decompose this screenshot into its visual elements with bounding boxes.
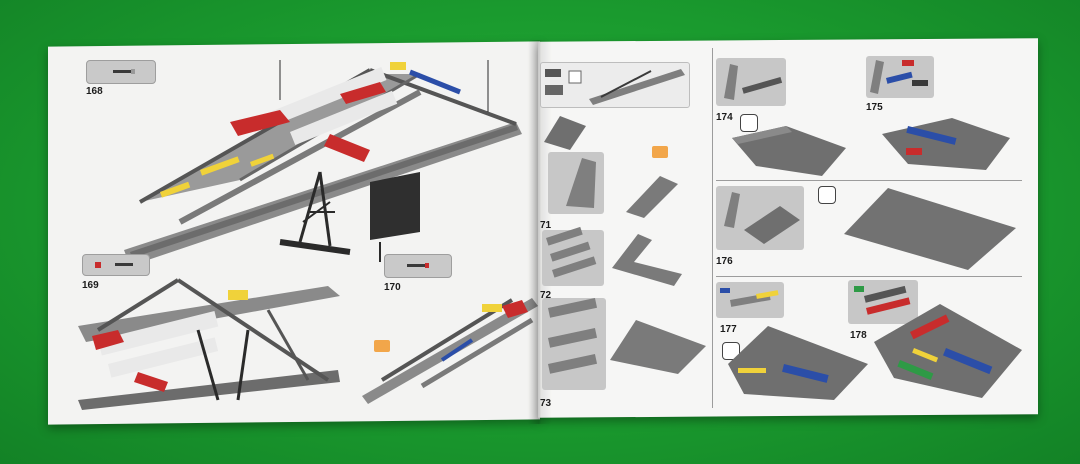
plates-icon — [724, 64, 783, 100]
parts-callout-170 — [384, 254, 452, 278]
step-number-170: 170 — [384, 282, 401, 293]
bridge-preview-icon — [545, 69, 685, 105]
model-step-176 — [844, 188, 1016, 270]
step-number-172: 72 — [540, 290, 552, 301]
sub-assembly-preview — [540, 62, 690, 108]
step-number-173: 73 — [540, 398, 552, 409]
model-step-173 — [610, 320, 706, 374]
model-assembly-170 — [362, 298, 538, 404]
model-step-172 — [612, 234, 682, 286]
model-step-178 — [874, 304, 1022, 398]
step-number-168: 168 — [86, 86, 103, 97]
rotate-icon — [740, 114, 758, 132]
part-tag-badge — [374, 340, 390, 352]
rotate-icon — [818, 186, 836, 204]
parts-panel-173 — [542, 298, 606, 390]
model-step-174 — [732, 126, 846, 176]
part-axle-icon — [95, 262, 133, 268]
step-number-174: 174 — [716, 112, 733, 123]
step-number-175: 175 — [866, 102, 883, 113]
parts-panel-176 — [716, 186, 804, 250]
parts-panel-172 — [542, 226, 604, 286]
parts-panel-175 — [866, 56, 934, 98]
plates-icon — [720, 288, 779, 307]
parts-callout-168 — [86, 60, 156, 84]
model-step-177 — [728, 326, 868, 400]
row-divider-1 — [716, 180, 1022, 181]
row-divider-2 — [716, 276, 1022, 277]
plates-icon — [854, 285, 911, 315]
model-step-175 — [882, 118, 1010, 170]
plates-icon — [724, 192, 800, 244]
parts-panel-178 — [848, 280, 918, 324]
plates-icon — [870, 60, 928, 94]
column-divider — [712, 48, 713, 408]
plates-icon — [547, 298, 598, 374]
rotate-icon — [722, 342, 740, 360]
model-assembly-168 — [124, 60, 522, 266]
grey-plate-piece — [544, 116, 586, 150]
step-number-178: 178 — [850, 330, 867, 341]
part-axle-icon — [407, 263, 429, 268]
part-tag-badge — [652, 146, 668, 158]
plates-icon — [546, 226, 597, 278]
step-number-176: 176 — [716, 256, 733, 267]
model-assembly-169 — [78, 278, 340, 410]
wedge-plate-icon — [566, 158, 596, 208]
parts-panel-177 — [716, 282, 784, 318]
step-number-171: 71 — [540, 220, 552, 231]
part-axle-icon — [113, 69, 135, 74]
parts-callout-169 — [82, 254, 150, 276]
parts-panel-174 — [716, 58, 786, 106]
step-number-177: 177 — [720, 324, 737, 335]
model-step-171 — [626, 176, 678, 218]
step-number-169: 169 — [82, 280, 99, 291]
parts-panel-171 — [548, 152, 604, 214]
